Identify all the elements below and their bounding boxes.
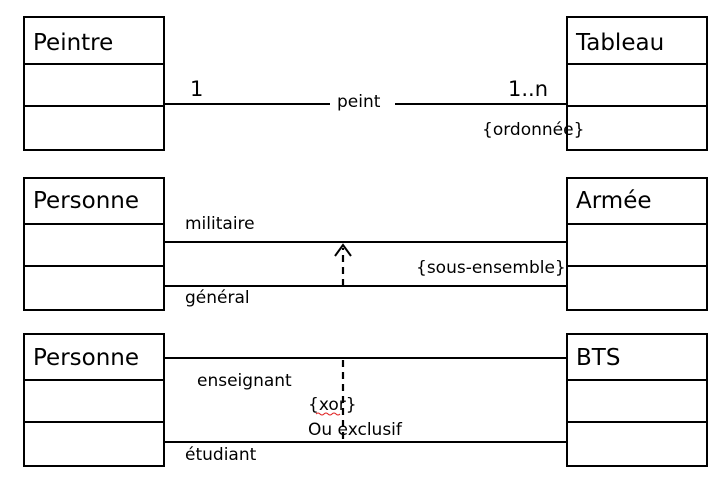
role-etudiant: étudiant <box>185 445 257 465</box>
class-name-personne-1: Personne <box>33 188 139 214</box>
class-tableau: Tableau <box>566 16 708 151</box>
multiplicity-right: 1..n <box>508 77 548 101</box>
constraint-ordonnee: {ordonnée} <box>482 120 584 140</box>
class-personne-2: Personne <box>23 333 165 467</box>
association-name-peint: peint <box>337 92 381 112</box>
multiplicity-left: 1 <box>190 77 203 101</box>
class-peintre: Peintre <box>23 16 165 151</box>
class-bts: BTS <box>566 333 708 467</box>
constraint-note-ou-exclusif: Ou exclusif <box>308 420 403 440</box>
class-armee: Armée <box>566 177 708 311</box>
constraint-sous-ensemble: {sous-ensemble} <box>416 258 566 278</box>
class-name-personne-2: Personne <box>33 345 139 371</box>
class-name-tableau: Tableau <box>575 30 664 56</box>
class-personne-1: Personne <box>23 177 165 311</box>
subset-arrowhead-icon <box>334 243 352 257</box>
constraint-xor: {xor} <box>308 395 357 415</box>
spellcheck-underline <box>315 412 341 416</box>
role-general: général <box>185 288 250 308</box>
role-militaire: militaire <box>185 214 255 234</box>
class-name-armee: Armée <box>576 188 652 214</box>
role-enseignant: enseignant <box>197 371 292 391</box>
class-name-peintre: Peintre <box>33 30 113 56</box>
class-name-bts: BTS <box>576 345 620 371</box>
